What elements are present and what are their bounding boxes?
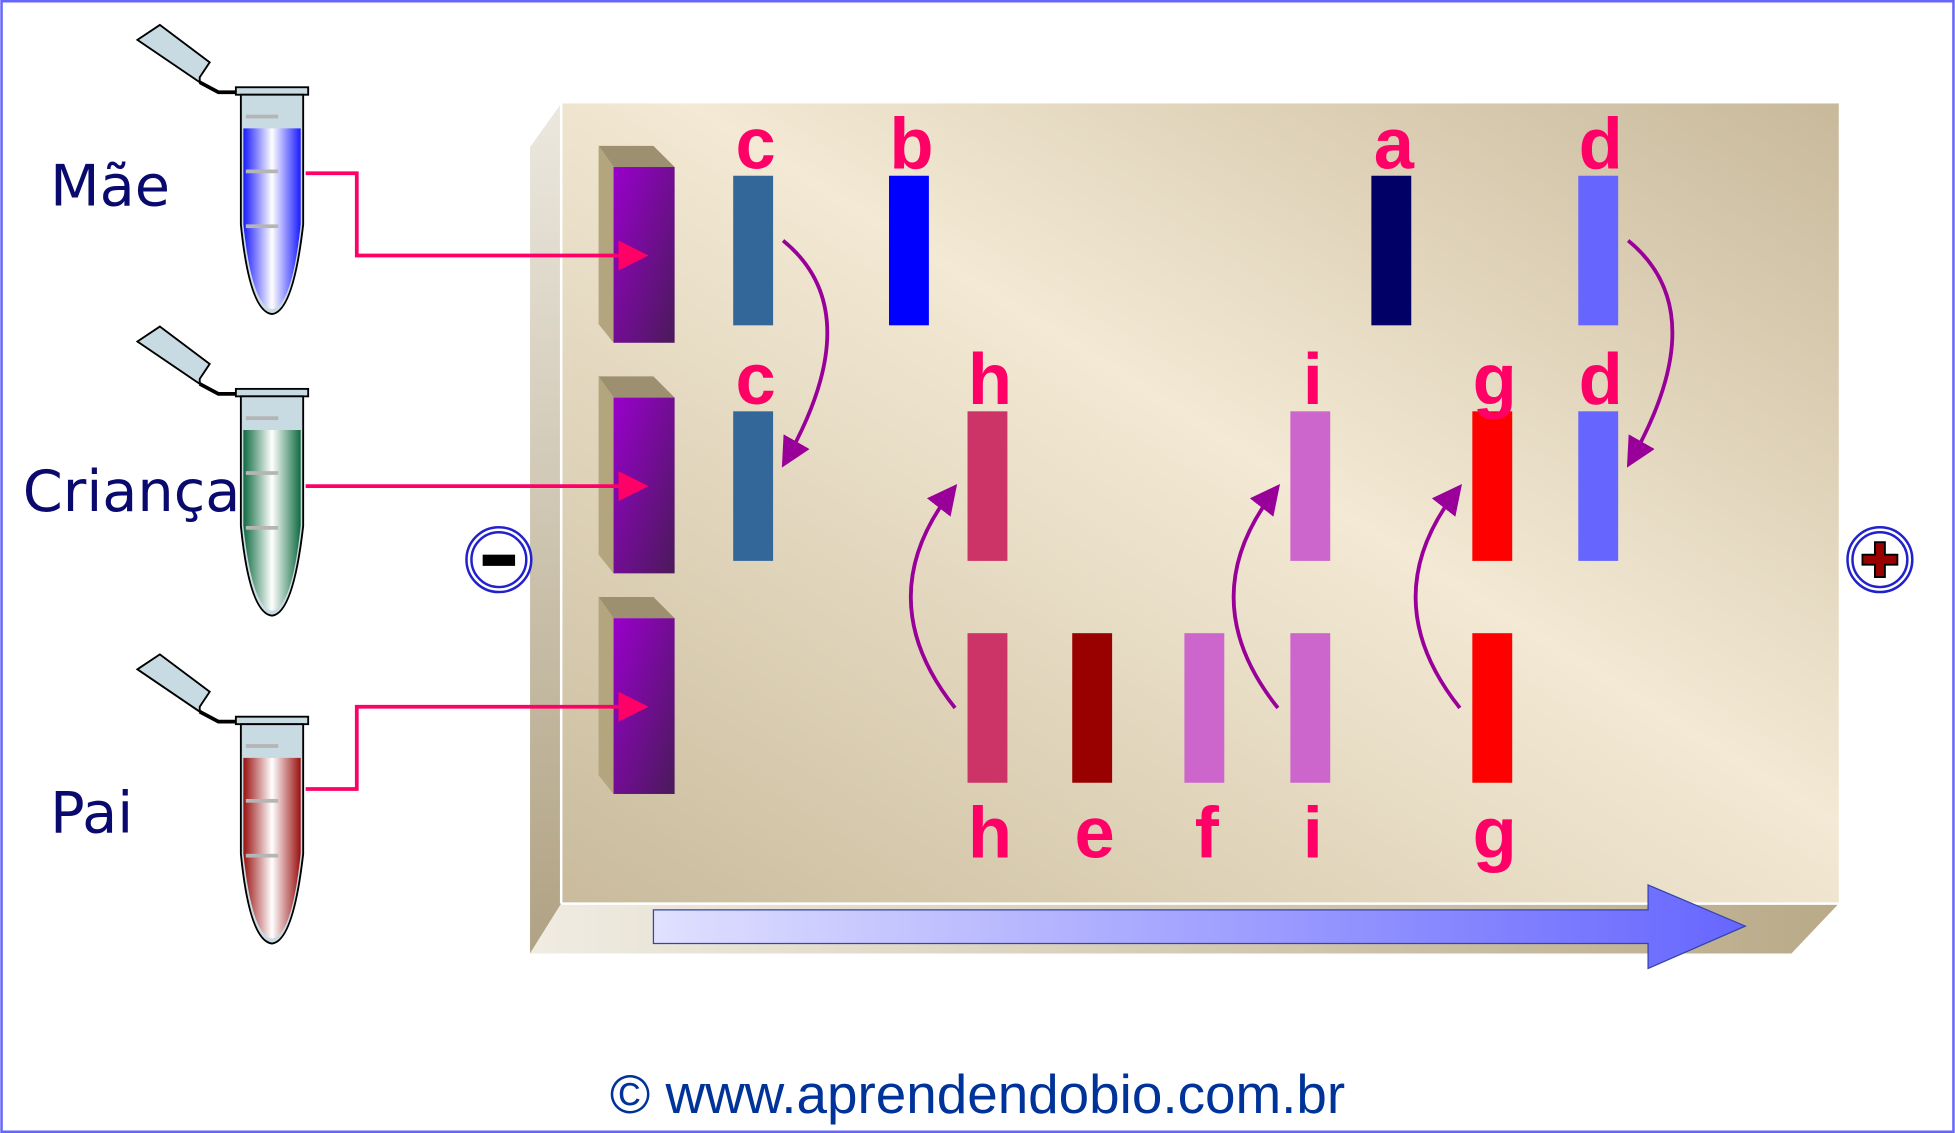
sample-well — [598, 597, 675, 794]
minus-icon — [482, 554, 516, 566]
band-label: h — [968, 340, 1012, 420]
tube-cap-icon — [135, 23, 211, 85]
band-c — [733, 411, 774, 561]
band-g — [1472, 633, 1513, 783]
loading-arrow — [305, 691, 649, 791]
band-c — [733, 175, 774, 326]
tube-cap-icon — [135, 325, 211, 386]
inheritance-arrow-i — [1231, 483, 1280, 710]
sample-well — [598, 145, 675, 343]
negative-electrode: − — [465, 525, 533, 594]
sample-label: Criança — [23, 458, 241, 525]
band-label: g — [1473, 794, 1517, 874]
band-g — [1472, 411, 1513, 561]
sample-well — [598, 376, 675, 574]
sample-tube-1: Criança — [23, 325, 310, 617]
band-d — [1578, 175, 1619, 326]
positive-electrode: + — [1846, 525, 1914, 594]
band-h — [967, 633, 1008, 783]
band-label: d — [1579, 104, 1623, 184]
tube-cap-icon — [135, 653, 211, 714]
band-label: i — [1303, 794, 1323, 874]
band-i — [1290, 633, 1331, 783]
band-h — [967, 411, 1008, 561]
band-label: f — [1195, 794, 1220, 874]
gel-side — [530, 103, 562, 954]
migration-direction-arrow — [652, 884, 1747, 970]
inheritance-arrow-d — [1626, 239, 1675, 468]
band-b — [889, 175, 929, 326]
band-label: e — [1075, 794, 1115, 874]
band-label: g — [1473, 340, 1517, 420]
band-i — [1290, 411, 1331, 561]
band-label: a — [1374, 104, 1415, 184]
band-label: c — [736, 104, 776, 184]
credit-text: © www.aprendendobio.com.br — [610, 1063, 1345, 1125]
sample-tube-2: Pai — [50, 653, 310, 945]
band-a — [1371, 175, 1412, 326]
sample-tube-0: Mãe — [50, 23, 310, 316]
band-label: c — [736, 340, 776, 420]
band-label: h — [968, 794, 1012, 874]
band-e — [1072, 633, 1113, 783]
inheritance-arrow-h — [909, 483, 958, 710]
loading-arrow — [305, 171, 649, 271]
inheritance-arrow-g — [1413, 483, 1462, 710]
inheritance-arrow-c — [781, 239, 830, 468]
band-d — [1578, 411, 1619, 561]
band-label: i — [1303, 340, 1323, 420]
band-label: b — [889, 104, 933, 184]
band-f — [1184, 633, 1225, 783]
sample-label: Pai — [50, 780, 133, 847]
plus-icon — [1861, 541, 1899, 579]
band-label: d — [1579, 340, 1623, 420]
sample-label: Mãe — [50, 153, 170, 220]
